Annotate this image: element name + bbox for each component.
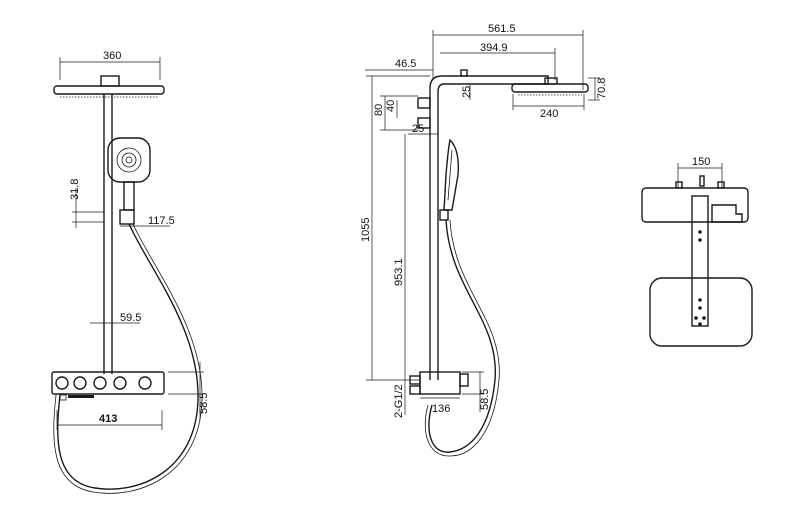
side-hand-shower: [443, 138, 460, 211]
control-panel: [51, 371, 165, 395]
overhead-arm: [429, 75, 549, 380]
dim-pipe-setback: 46.5: [395, 58, 416, 70]
side-shower-head: [511, 83, 589, 93]
dim-head-thickness: 70.8: [596, 78, 608, 99]
top-view: 150: [641, 156, 753, 347]
dim-pipe-diameter: 25: [412, 123, 424, 135]
shower-head: [53, 85, 165, 95]
dim-bracket-depth: 136: [432, 403, 450, 415]
dim-arm-height: 31.8: [69, 179, 81, 200]
hand-shower-holder: [119, 209, 135, 225]
dim-head-reach: 394.9: [480, 42, 508, 54]
top-valve-box: [641, 187, 749, 223]
dim-pipe-offset: 59.5: [120, 312, 141, 324]
dim-connector-40: 40: [385, 100, 397, 112]
dim-inlet-spacing: 150: [692, 156, 710, 168]
hand-shower: [107, 137, 151, 183]
dim-arm-thickness: 25: [461, 86, 473, 98]
dim-valve-height: 58.5: [479, 389, 491, 410]
valve-body: [419, 371, 461, 395]
dim-head-width: 360: [103, 50, 121, 62]
side-hose: [428, 219, 496, 453]
dim-total-height: 1055: [360, 218, 372, 242]
side-view: 561.5 394.9 46.5 25 70.8 240: [360, 23, 608, 457]
dim-panel-width: 413: [99, 413, 117, 425]
dim-thread-size: 2-G1/2: [393, 384, 405, 418]
front-view: 360 31.8 117.5 59.5: [51, 50, 210, 494]
dim-head-diameter: 240: [540, 108, 558, 120]
top-pipe: [691, 195, 709, 327]
dim-pipe-height: 953.1: [393, 258, 405, 286]
dim-connector-80: 80: [373, 104, 385, 116]
top-shower-head: [649, 277, 753, 347]
dim-holder-offset: 117.5: [148, 215, 175, 227]
hose: [57, 223, 199, 490]
dim-total-reach: 561.5: [488, 23, 516, 35]
dim-panel-height: 58.5: [198, 393, 210, 414]
